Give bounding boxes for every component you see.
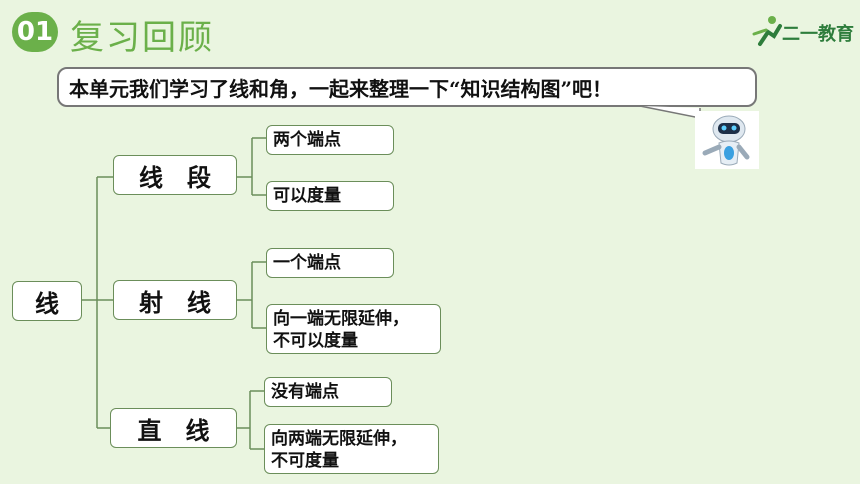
root-node-line: 线 (12, 281, 82, 321)
leaf-node-ray-extension: 向一端无限延伸， 不可以度量 (266, 304, 441, 354)
section-number-badge: 01 (12, 12, 58, 52)
page-title: 复习回顾 (70, 18, 214, 58)
branch-node-straight-line: 直 线 (110, 408, 237, 448)
leaf-node-line-extension: 向两端无限延伸， 不可度量 (264, 424, 439, 474)
runner-logo-icon (752, 16, 782, 46)
logo-text: 二一教育 (782, 24, 854, 45)
leaf-node-line-no-endpoint: 没有端点 (264, 377, 392, 407)
branch-node-ray: 射 线 (113, 280, 237, 320)
leaf-node-segment-measurable: 可以度量 (266, 181, 394, 211)
leaf-node-ray-endpoint: 一个端点 (266, 248, 394, 278)
leaf-node-segment-endpoints: 两个端点 (266, 125, 394, 155)
branch-node-segment: 线 段 (113, 155, 237, 195)
speech-bubble: 本单元我们学习了线和角，一起来整理一下“知识结构图”吧！ (57, 67, 757, 107)
robot-icon (702, 115, 750, 166)
robot-avatar (695, 111, 759, 169)
speech-text: 本单元我们学习了线和角，一起来整理一下“知识结构图”吧！ (69, 76, 613, 101)
